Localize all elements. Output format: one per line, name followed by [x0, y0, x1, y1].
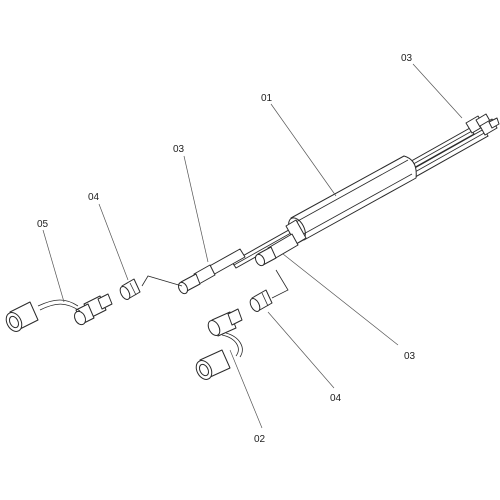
hose-left — [177, 248, 246, 295]
hose-end-fittings-top-right — [465, 113, 500, 136]
main-cylinder — [285, 155, 417, 245]
callout-03-left: 03 — [173, 144, 185, 155]
callout-04-upper: 04 — [88, 192, 100, 203]
assembly-flow-lines — [141, 269, 289, 299]
coupling-assembly-02 — [195, 308, 243, 380]
callout-04-lower: 04 — [330, 393, 342, 404]
coupling-assembly-05 — [5, 293, 113, 332]
leader-lines — [42, 63, 463, 429]
callout-03-top-right: 03 — [401, 53, 413, 64]
callout-01: 01 — [261, 93, 273, 104]
callout-02: 02 — [254, 434, 266, 445]
adapter-lower — [249, 289, 273, 312]
adapter-upper — [119, 278, 141, 300]
callout-05: 05 — [37, 219, 49, 230]
callout-labels: 01 03 03 04 05 03 04 02 — [37, 53, 416, 445]
hose-lower — [254, 233, 299, 267]
callout-03-bottom: 03 — [404, 351, 416, 362]
